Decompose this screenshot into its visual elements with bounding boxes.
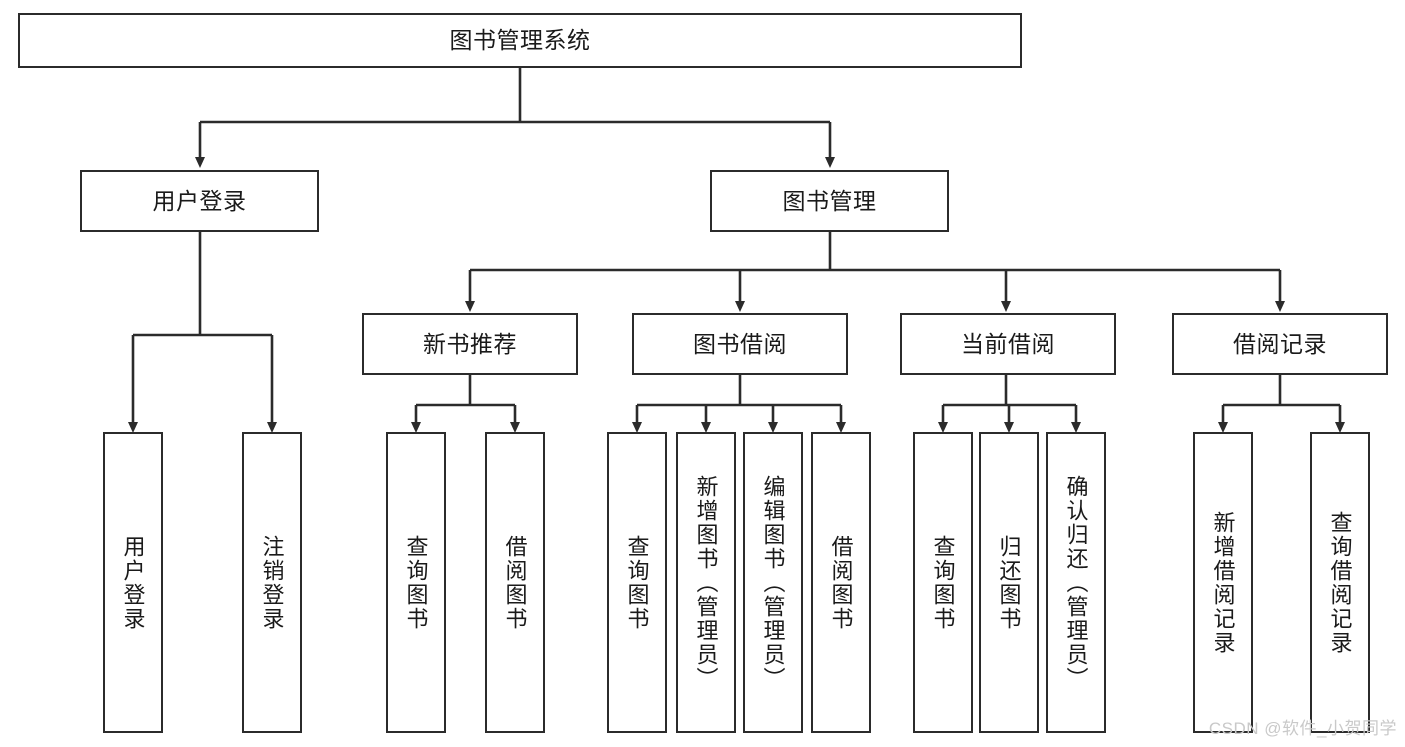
node-label: 新增图书（管理员） xyxy=(693,474,719,691)
node-leaf-edit-book[interactable]: 编辑图书（管理员） xyxy=(743,432,803,733)
node-label: 用户登录 xyxy=(152,187,247,214)
csdn-watermark: CSDN @软件_小贺同学 xyxy=(1208,719,1397,738)
node-label: 图书管理 xyxy=(782,187,877,214)
node-label: 编辑图书（管理员） xyxy=(760,474,786,691)
node-leaf-add-book[interactable]: 新增图书（管理员） xyxy=(676,432,736,733)
node-label: 借阅图书 xyxy=(828,534,854,631)
node-leaf-query-borrow-record[interactable]: 查询借阅记录 xyxy=(1310,432,1370,733)
node-leaf-query-book-borrow[interactable]: 查询图书 xyxy=(607,432,667,733)
node-label: 归还图书 xyxy=(996,534,1022,631)
node-label: 确认归还（管理员） xyxy=(1063,474,1089,691)
node-current-borrow[interactable]: 当前借阅 xyxy=(900,313,1116,375)
node-label: 借阅记录 xyxy=(1233,330,1327,357)
node-label: 用户登录 xyxy=(120,534,146,631)
node-book-manage[interactable]: 图书管理 xyxy=(710,170,949,232)
node-book-borrow[interactable]: 图书借阅 xyxy=(632,313,848,375)
node-borrow-record[interactable]: 借阅记录 xyxy=(1172,313,1388,375)
node-leaf-query-book-recommend[interactable]: 查询图书 xyxy=(386,432,446,733)
node-label: 借阅图书 xyxy=(502,534,528,631)
node-user-login[interactable]: 用户登录 xyxy=(80,170,319,232)
node-label: 查询借阅记录 xyxy=(1327,510,1353,655)
node-leaf-confirm-return[interactable]: 确认归还（管理员） xyxy=(1046,432,1106,733)
node-label: 新书推荐 xyxy=(423,330,517,357)
node-leaf-user-logout[interactable]: 注销登录 xyxy=(242,432,302,733)
node-label: 当前借阅 xyxy=(961,330,1055,357)
node-label: 注销登录 xyxy=(259,534,285,631)
node-label: 查询图书 xyxy=(624,534,650,631)
node-leaf-query-book-current[interactable]: 查询图书 xyxy=(913,432,973,733)
node-leaf-borrow-book-recommend[interactable]: 借阅图书 xyxy=(485,432,545,733)
node-label: 查询图书 xyxy=(930,534,956,631)
node-label: 图书管理系统 xyxy=(449,27,591,54)
node-root-book-management-system[interactable]: 图书管理系统 xyxy=(18,13,1022,68)
node-label: 图书借阅 xyxy=(693,330,787,357)
node-label: 查询图书 xyxy=(403,534,429,631)
node-leaf-user-login[interactable]: 用户登录 xyxy=(103,432,163,733)
node-leaf-add-borrow-record[interactable]: 新增借阅记录 xyxy=(1193,432,1253,733)
node-leaf-borrow-book[interactable]: 借阅图书 xyxy=(811,432,871,733)
node-new-book-recommend[interactable]: 新书推荐 xyxy=(362,313,578,375)
node-label: 新增借阅记录 xyxy=(1210,510,1236,655)
node-leaf-return-book[interactable]: 归还图书 xyxy=(979,432,1039,733)
